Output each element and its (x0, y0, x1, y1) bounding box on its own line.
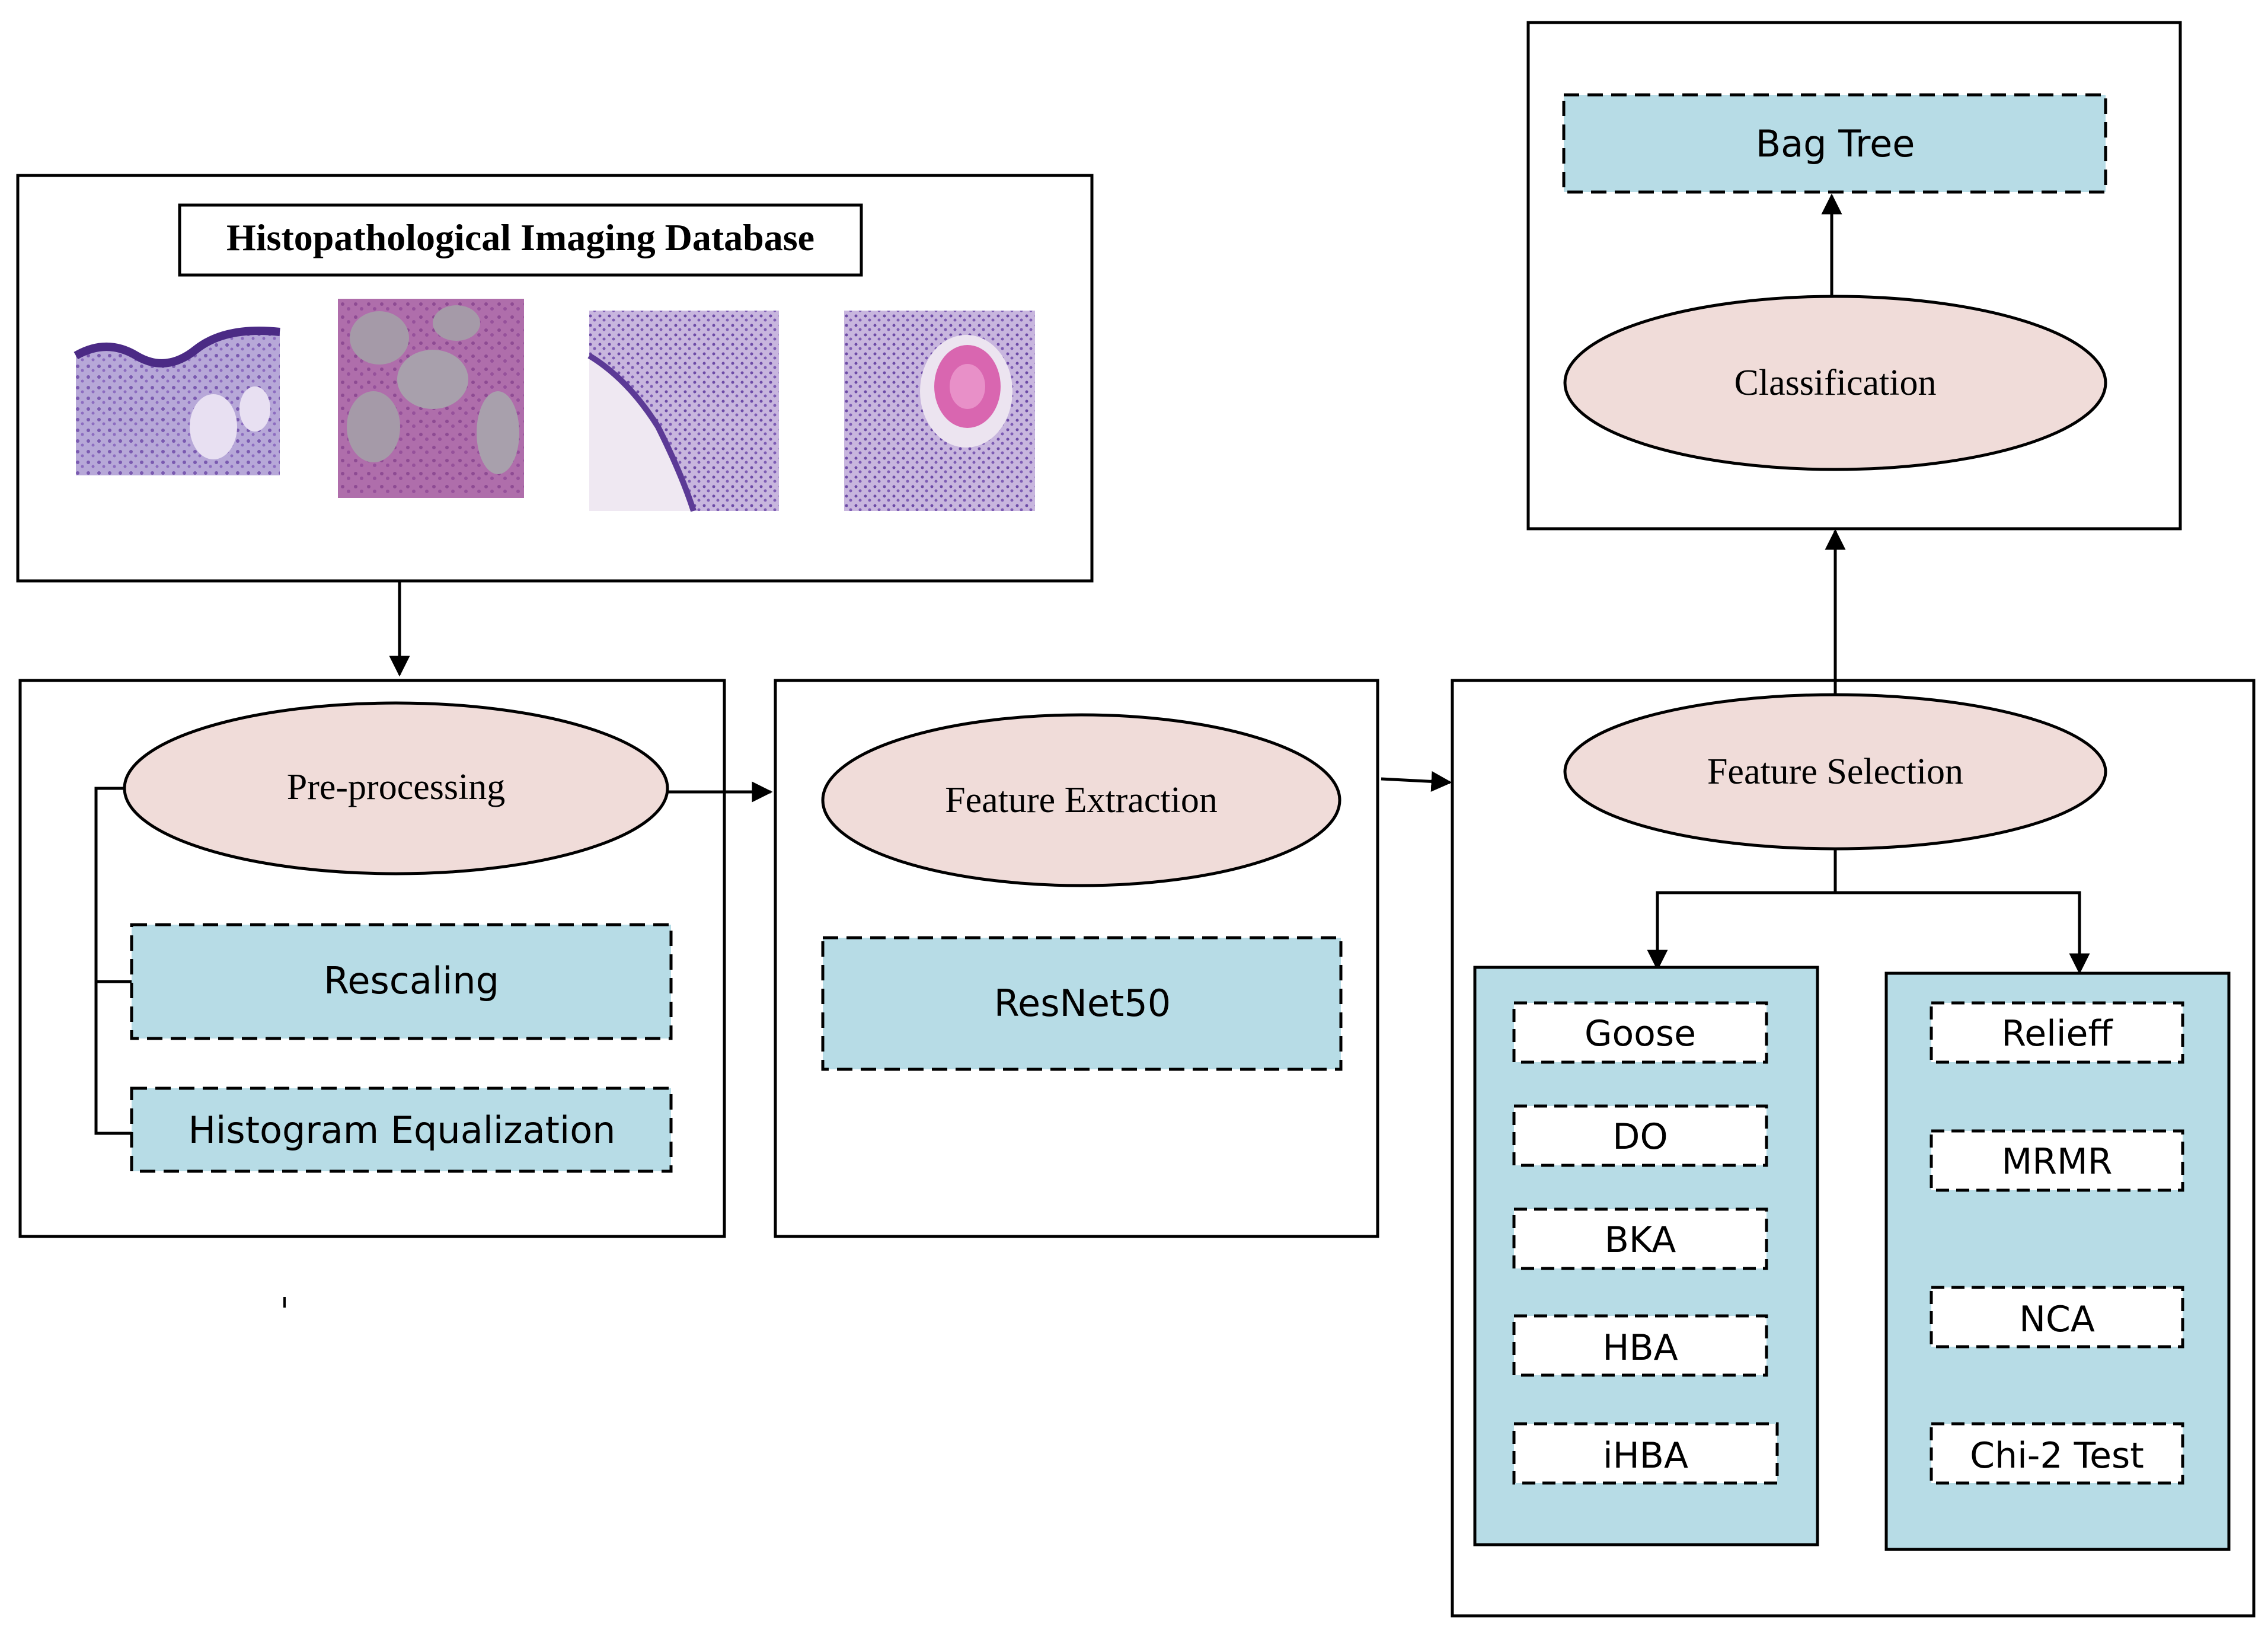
method-box-relieff (1930, 1001, 2184, 1064)
preprocessing-title: Pre-processing (287, 767, 505, 807)
histology-image-2 (338, 299, 524, 498)
resnet50-box (821, 936, 1343, 1071)
method-ihba: iHBA (1603, 1435, 1688, 1477)
preprocessing-step-histogram: Histogram Equalization (189, 1108, 616, 1152)
selection-left-items: Goose DO BKA HBA iHBA (1512, 1001, 1779, 1485)
selection-panel: Feature Selection Goose DO BKA HBA iHBA … (1451, 679, 2256, 1618)
method-box-hba (1512, 1314, 1768, 1377)
histology-image-4 (844, 311, 1035, 511)
extraction-title: Feature Extraction (945, 780, 1218, 820)
database-title-box (178, 203, 863, 277)
database-title: Histopathological Imaging Database (226, 216, 814, 258)
extraction-model: ResNet50 (994, 982, 1171, 1025)
method-box-ihba (1512, 1422, 1779, 1485)
extraction-panel: Feature Extraction ResNet50 (774, 679, 1379, 1238)
method-box-do (1512, 1104, 1768, 1167)
split-connector (1656, 891, 2081, 970)
method-chi2: Chi-2 Test (1970, 1435, 2144, 1477)
method-box-bka (1512, 1207, 1768, 1270)
histogram-equalization-box (130, 1086, 673, 1173)
bag-tree-box (1562, 93, 2107, 194)
histology-image-1 (74, 324, 280, 475)
method-relieff: Relieff (2001, 1013, 2113, 1054)
method-box-goose (1512, 1001, 1768, 1064)
method-do: DO (1612, 1116, 1668, 1158)
preprocessing-bracket (94, 787, 133, 1135)
classification-panel: Bag Tree Classification (1526, 21, 2182, 531)
method-nca: NCA (2019, 1299, 2095, 1340)
selection-right-items: Relieff MRMR NCA Chi-2 Test (1930, 1001, 2184, 1485)
database-panel: Histopathological Imaging Database (16, 174, 1094, 583)
method-mrmr: MRMR (2002, 1141, 2113, 1183)
rescaling-box (130, 923, 673, 1040)
classification-title: Classification (1734, 363, 1937, 403)
method-goose: Goose (1585, 1013, 1696, 1054)
preprocessing-panel: Pre-processing Rescaling Histogram Equal… (18, 679, 726, 1238)
preprocessing-step-rescaling: Rescaling (324, 959, 499, 1002)
classification-classifier: Bag Tree (1756, 122, 1915, 165)
extraction-ellipse (821, 713, 1341, 887)
method-bka: BKA (1605, 1219, 1676, 1261)
method-box-nca (1930, 1286, 2184, 1348)
method-box-mrmr (1930, 1129, 2184, 1192)
histology-image-3 (587, 311, 779, 512)
selection-title: Feature Selection (1707, 752, 1963, 792)
arrow-extraction-to-selection (1381, 771, 1452, 792)
method-hba: HBA (1602, 1327, 1678, 1369)
classification-ellipse (1563, 295, 2107, 471)
method-box-chi2 (1930, 1422, 2184, 1485)
